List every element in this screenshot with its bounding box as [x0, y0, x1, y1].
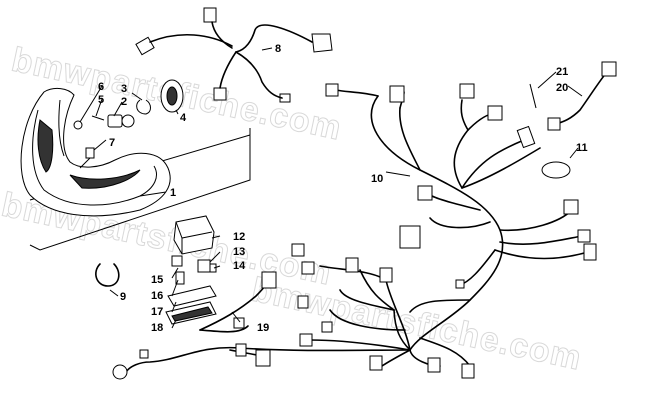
callout-4: 4 [180, 112, 187, 124]
retaining-clip [136, 99, 151, 115]
callout-21: 21 [556, 66, 568, 78]
terminal [209, 263, 217, 273]
fuse-box-group [165, 215, 221, 329]
callout-13: 13 [233, 246, 245, 258]
callout-16: 16 [151, 290, 163, 302]
snap-ring-part [95, 263, 120, 297]
screw [91, 115, 105, 121]
watermark-text-3: bmwpartsfiche.com [248, 271, 585, 378]
headlight-harness [135, 7, 333, 103]
callout-3: 3 [121, 83, 127, 95]
callout-2: 2 [121, 96, 127, 108]
headlight-housing [20, 87, 171, 217]
callout-12: 12 [233, 231, 245, 243]
seal [167, 285, 217, 307]
position-bulb [85, 147, 95, 159]
callout-1: 1 [170, 187, 176, 199]
callout-5: 5 [98, 94, 104, 106]
callout-11: 11 [576, 142, 588, 154]
callout-6: 6 [98, 81, 104, 93]
tie-strap [529, 83, 537, 109]
headlight-harness-main-connector [311, 33, 333, 53]
relay [197, 259, 211, 273]
fuse-box-cover [173, 215, 215, 255]
sensor-harness [555, 67, 611, 125]
callout-9: 9 [120, 291, 126, 303]
callout-18: 18 [151, 322, 163, 334]
callout-17: 17 [151, 306, 163, 318]
callout-10: 10 [371, 173, 383, 185]
callout-19: 19 [257, 322, 269, 334]
headlight-group [20, 79, 251, 251]
callout-labels: 1 2 3 4 5 6 7 8 9 10 11 12 13 14 15 16 1… [98, 43, 588, 334]
main-wiring-harness [112, 61, 617, 380]
callout-7: 7 [109, 137, 115, 149]
callout-14: 14 [233, 260, 246, 272]
fuse [175, 271, 185, 285]
callout-15: 15 [151, 274, 163, 286]
relay-small [171, 255, 183, 267]
callout-20: 20 [556, 82, 568, 94]
grommet [73, 120, 83, 130]
connector-cover [541, 161, 571, 179]
callout-8: 8 [275, 43, 281, 55]
bulb [107, 114, 123, 128]
